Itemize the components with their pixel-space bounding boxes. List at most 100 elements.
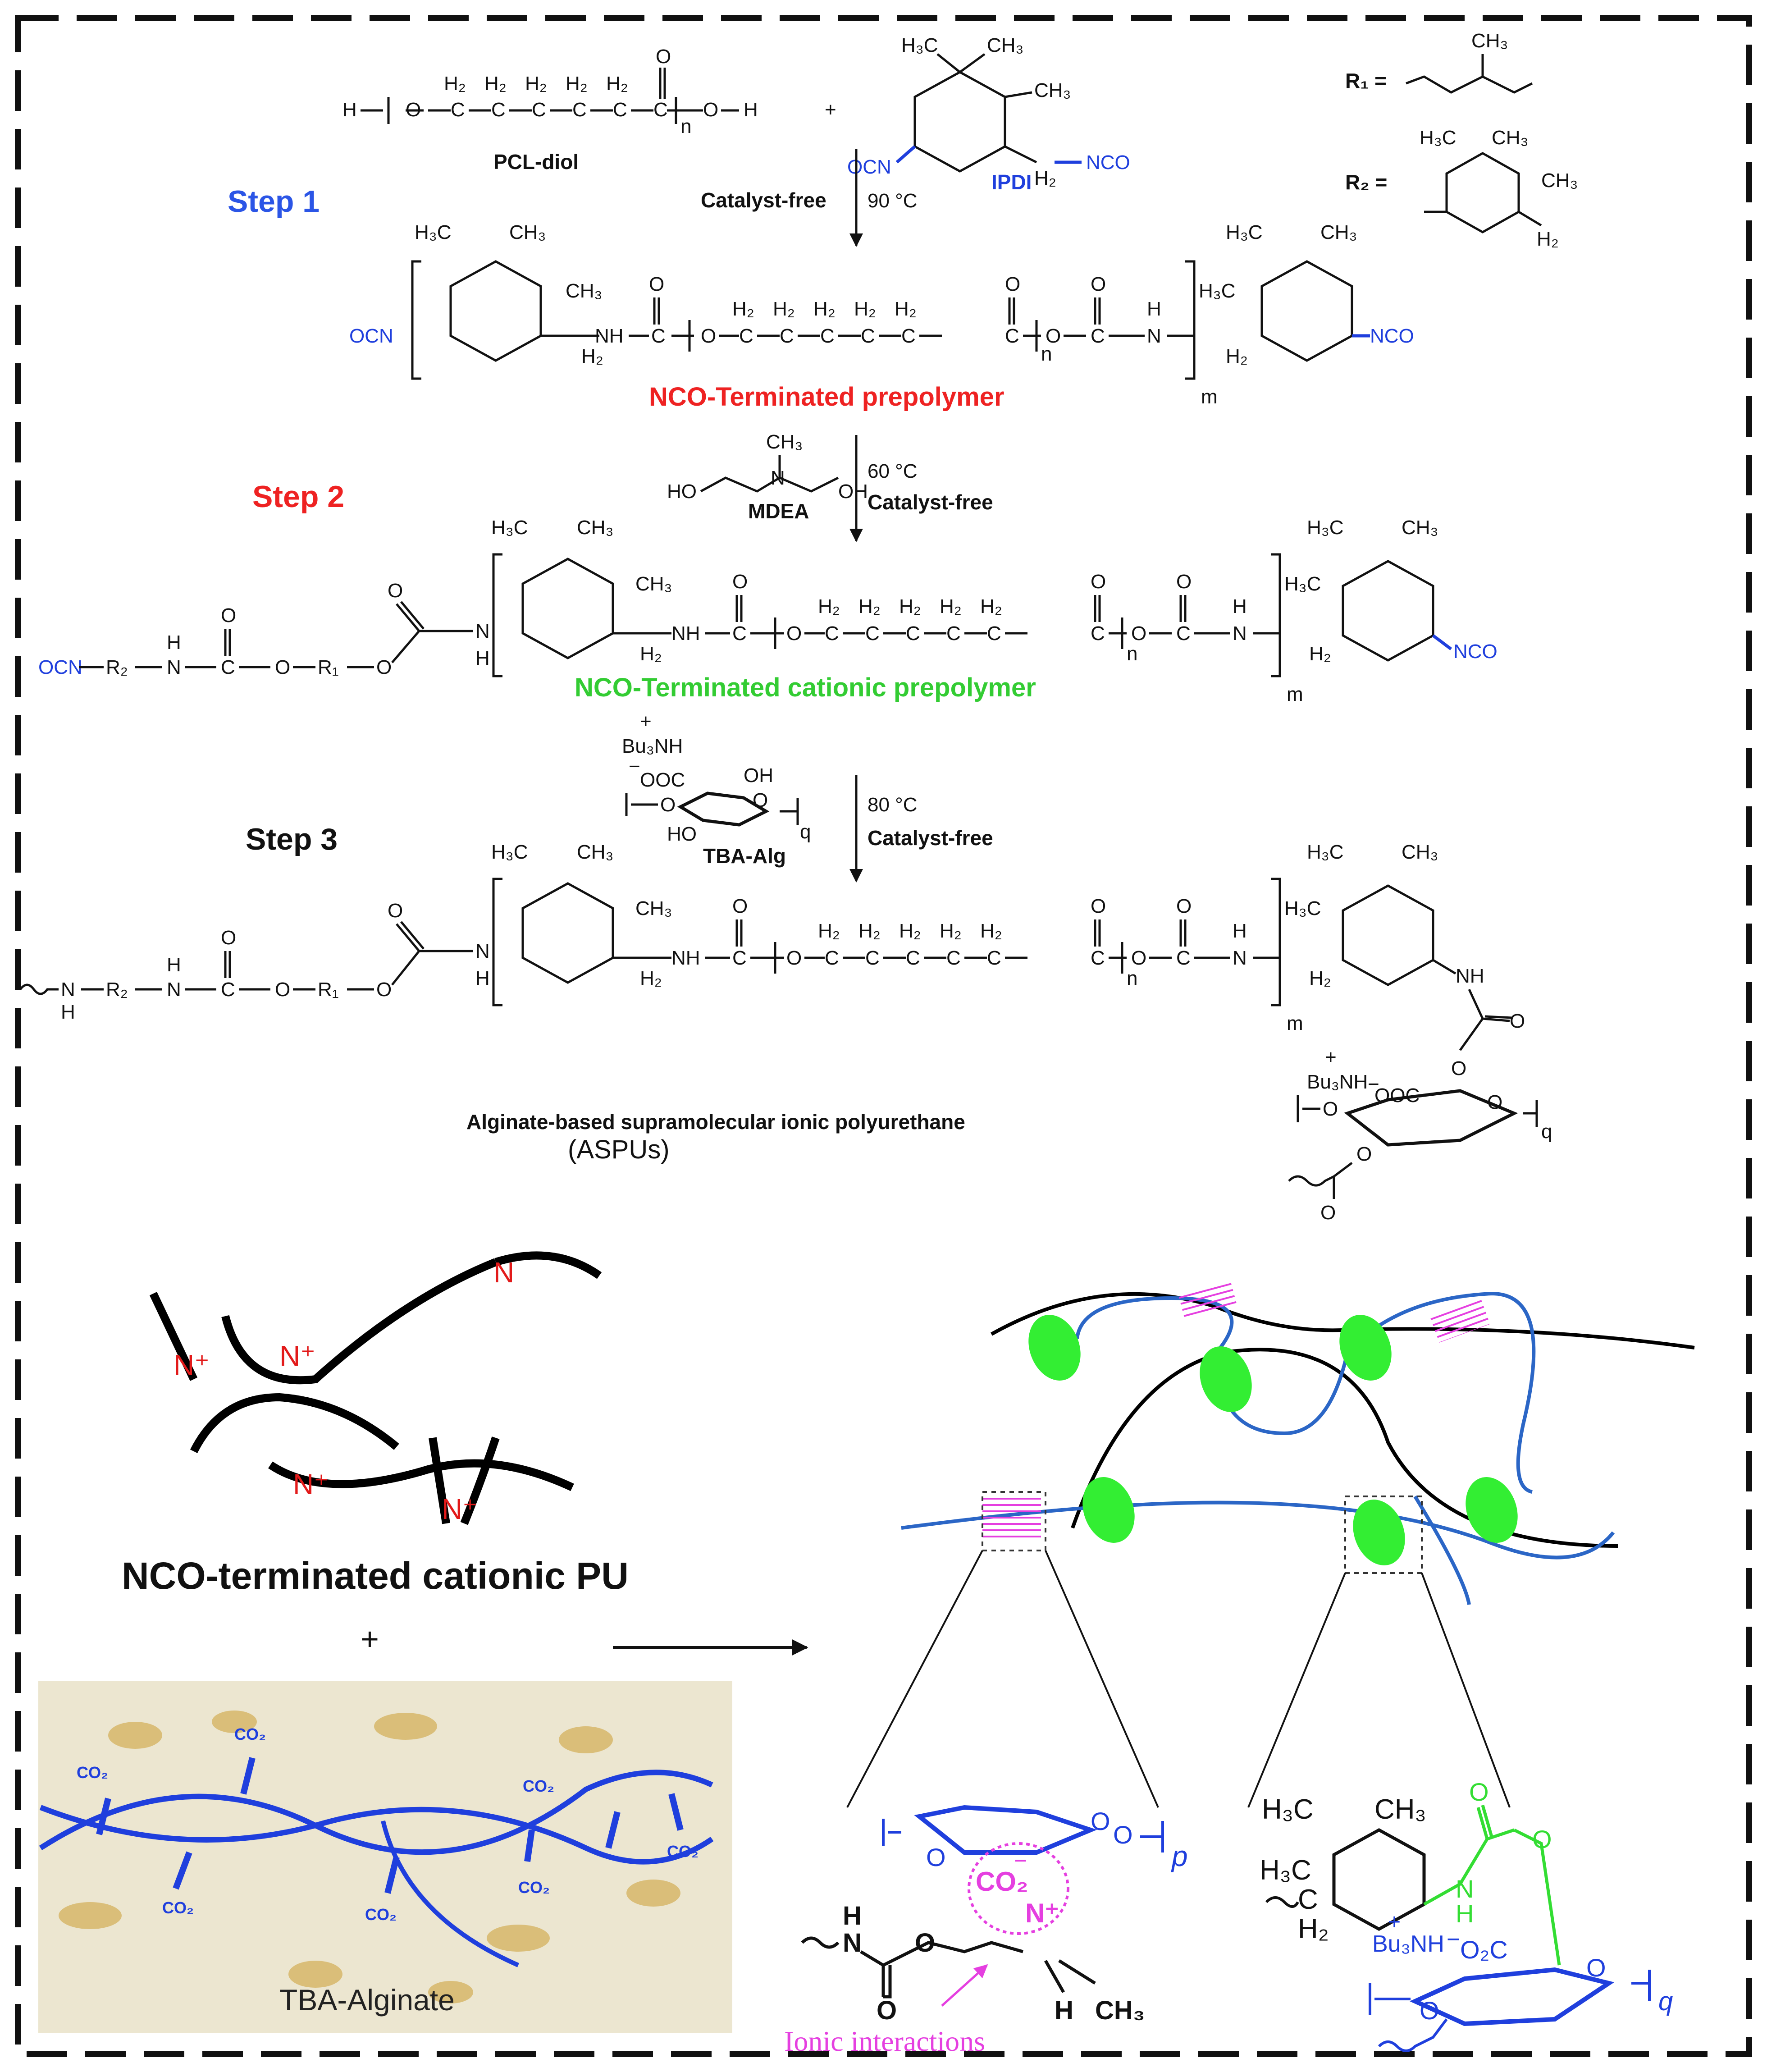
svg-text:n: n: [680, 115, 691, 137]
svg-text:−: −: [1447, 1926, 1460, 1953]
svg-text:O: O: [275, 979, 290, 1001]
svg-text:O: O: [1176, 571, 1192, 593]
svg-text:O: O: [221, 927, 236, 949]
svg-text:CH₃: CH₃: [1541, 169, 1578, 192]
tba-alginate-panel: CO₂ CO₂ CO₂ CO₂ CO₂ CO₂ CO₂: [38, 1681, 732, 2033]
svg-text:N⁺: N⁺: [174, 1349, 210, 1381]
svg-text:H: H: [843, 1901, 862, 1930]
condition-step1-temp: 90 °C: [868, 190, 918, 212]
svg-text:N: N: [1233, 947, 1247, 969]
svg-text:CO₂: CO₂: [162, 1898, 194, 1917]
aspu-label: Alginate-based supramolecular ionic poly…: [466, 1110, 965, 1134]
svg-text:OH: OH: [838, 480, 868, 503]
plus-sign: +: [825, 99, 836, 121]
svg-text:H₂: H₂: [773, 298, 795, 320]
cationic-pu-chains: N⁺ N⁺ N N⁺ N⁺: [149, 1251, 602, 1525]
svg-text:H₃C: H₃C: [1307, 517, 1343, 539]
svg-text:O: O: [660, 794, 676, 816]
svg-text:−: −: [1014, 1848, 1027, 1873]
svg-text:n: n: [1127, 967, 1137, 989]
svg-text:N⁺: N⁺: [293, 1468, 329, 1500]
svg-text:C: C: [825, 622, 839, 645]
svg-text:H₃C: H₃C: [1262, 1794, 1314, 1825]
svg-text:H₃C: H₃C: [901, 34, 938, 56]
svg-text:O: O: [915, 1928, 935, 1958]
pcl-diol-structure: H O C C C C C C H₂ H₂ H₂ H₂ H₂ O n O H: [342, 46, 758, 137]
svg-text:H₂: H₂: [640, 967, 662, 989]
svg-text:CH₃: CH₃: [635, 573, 672, 595]
svg-text:H₂: H₂: [444, 73, 466, 95]
svg-text:C: C: [532, 99, 546, 121]
svg-text:C: C: [901, 325, 916, 347]
svg-text:H: H: [1147, 298, 1161, 320]
svg-text:m: m: [1287, 683, 1303, 705]
svg-text:C: C: [1176, 622, 1191, 645]
step2-label: Step 2: [252, 480, 344, 514]
svg-text:H₂: H₂: [980, 920, 1002, 942]
svg-text:C: C: [987, 622, 1001, 645]
svg-text:N: N: [843, 1928, 862, 1958]
svg-text:H₂: H₂: [813, 298, 836, 320]
svg-text:O: O: [1510, 1010, 1525, 1032]
ionic-interactions-label: Ionic interactions: [784, 2025, 985, 2057]
svg-text:N: N: [475, 940, 490, 962]
svg-text:C: C: [1005, 325, 1019, 347]
svg-text:H₂: H₂: [940, 920, 962, 942]
svg-text:H₂: H₂: [818, 920, 840, 942]
svg-text:O: O: [376, 979, 392, 1001]
svg-text:H₂: H₂: [940, 595, 962, 617]
svg-text:q: q: [1541, 1121, 1552, 1143]
svg-text:H₂: H₂: [980, 595, 1002, 617]
svg-text:OCN: OCN: [38, 656, 82, 678]
aspu-abbr: (ASPUs): [568, 1135, 670, 1164]
svg-text:CO₂: CO₂: [976, 1866, 1028, 1897]
svg-text:O: O: [1176, 895, 1192, 917]
svg-text:N: N: [61, 979, 75, 1001]
svg-text:+: +: [1325, 1046, 1337, 1068]
svg-text:NCO: NCO: [1453, 640, 1498, 663]
svg-text:C: C: [651, 325, 666, 347]
svg-text:NCO: NCO: [1086, 151, 1130, 174]
svg-text:O: O: [388, 580, 403, 602]
svg-text:O: O: [376, 656, 392, 678]
condition-step1-catalyst: Catalyst-free: [701, 188, 826, 212]
svg-text:N: N: [167, 656, 181, 678]
condition-step2-temp: 60 °C: [868, 460, 918, 482]
svg-text:H: H: [167, 631, 181, 654]
svg-text:H₂: H₂: [1309, 967, 1331, 989]
svg-text:C: C: [946, 947, 961, 969]
svg-text:N: N: [493, 1256, 514, 1289]
svg-text:NH: NH: [595, 325, 624, 347]
svg-text:C: C: [865, 947, 880, 969]
svg-text:NH: NH: [1456, 965, 1484, 987]
svg-text:CH₃: CH₃: [1374, 1794, 1426, 1825]
prepolymer-label: NCO-Terminated prepolymer: [649, 382, 1004, 412]
svg-text:R₁ =: R₁ =: [1345, 69, 1387, 92]
svg-text:C: C: [1176, 947, 1191, 969]
svg-text:O: O: [221, 604, 236, 627]
svg-text:H: H: [1055, 1996, 1073, 2025]
svg-text:m: m: [1287, 1012, 1303, 1034]
svg-text:O: O: [1487, 1091, 1502, 1113]
svg-text:H₃C: H₃C: [1284, 897, 1321, 919]
svg-text:O: O: [1091, 895, 1106, 917]
svg-text:CO₂: CO₂: [234, 1725, 266, 1743]
svg-text:N: N: [1233, 622, 1247, 645]
svg-text:R₂: R₂: [106, 979, 128, 1001]
svg-text:C: C: [653, 99, 668, 121]
svg-text:H: H: [1233, 595, 1247, 617]
svg-text:O: O: [753, 789, 768, 811]
svg-text:H₂: H₂: [1309, 643, 1331, 665]
svg-text:CH₃: CH₃: [509, 221, 546, 243]
network-schematic: [846, 1280, 1695, 1808]
svg-text:C: C: [987, 947, 1001, 969]
svg-text:O: O: [649, 273, 664, 295]
svg-text:N: N: [1147, 325, 1161, 347]
svg-text:n: n: [1127, 643, 1137, 665]
svg-text:CH₃: CH₃: [1034, 79, 1071, 101]
svg-text:C: C: [865, 622, 880, 645]
ipdi-structure: H₃C CH₃ CH₃ OCN H₂ NCO: [847, 34, 1130, 189]
svg-text:H: H: [342, 99, 357, 121]
bottom-plus: +: [361, 1621, 379, 1656]
svg-text:C: C: [906, 622, 920, 645]
